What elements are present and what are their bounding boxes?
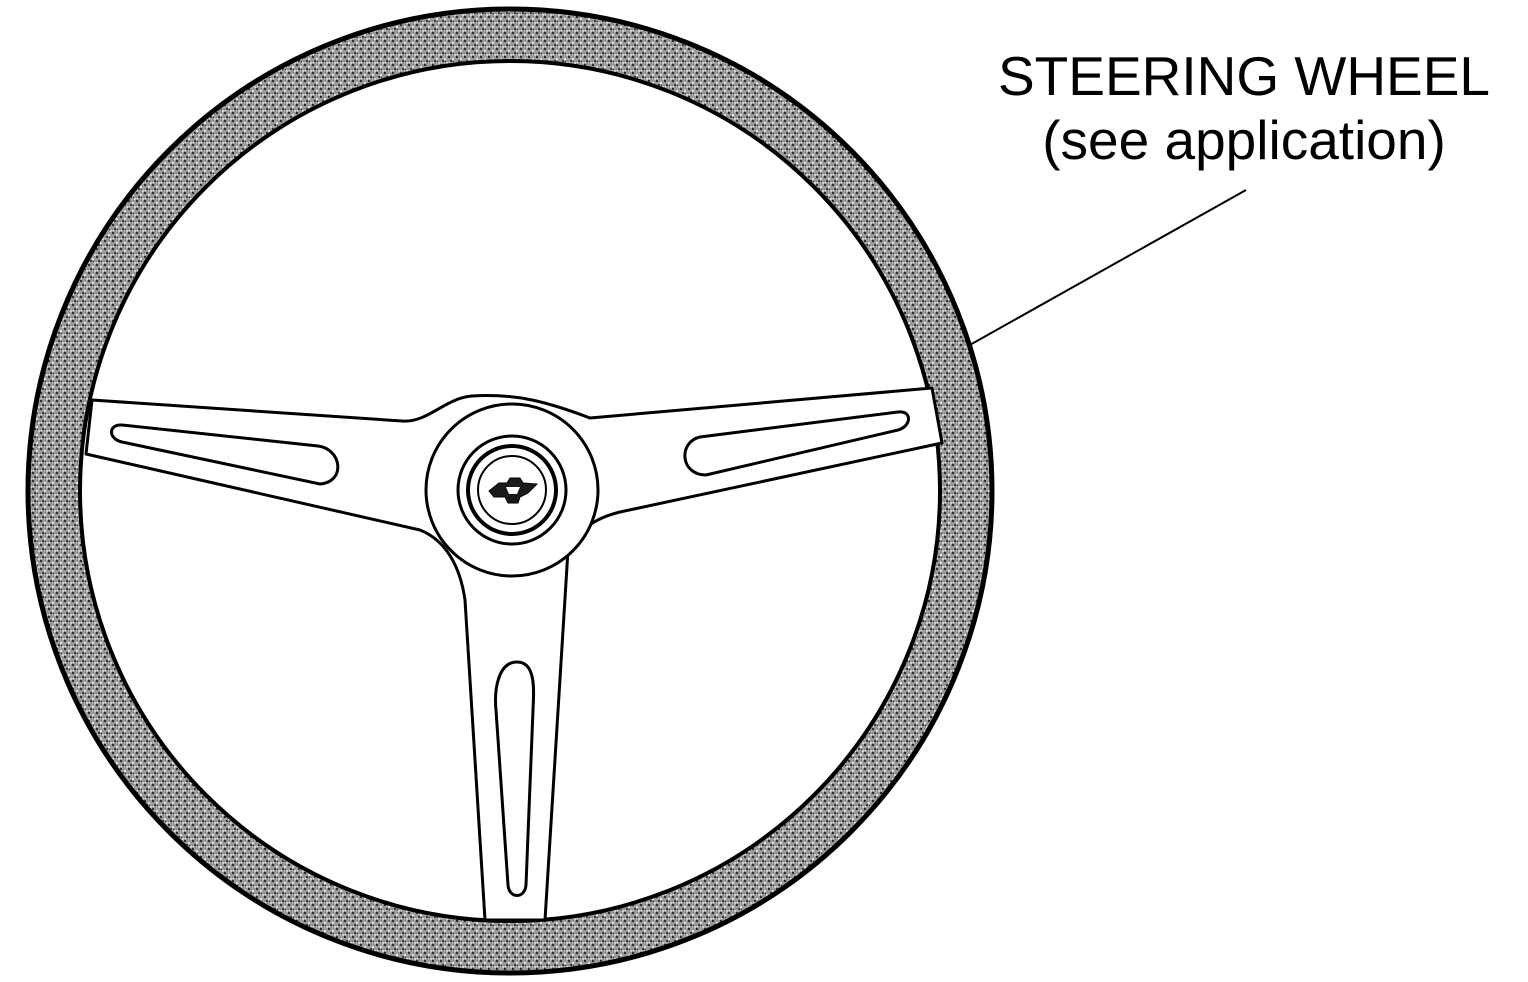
callout-title: STEERING WHEEL [997, 45, 1491, 107]
bottom-spoke-slot [494, 660, 536, 897]
wheel-spokes [84, 386, 944, 922]
right-spoke-slot [683, 410, 910, 477]
callout-label: STEERING WHEEL (see application) [960, 44, 1528, 172]
wheel-rim-outer-edge [25, 6, 995, 976]
bowtie-emblem-highlight [506, 487, 520, 494]
callout-subtitle: (see application) [1042, 109, 1446, 171]
left-spoke-slot [110, 423, 340, 486]
callout-leader-line [967, 189, 1247, 347]
